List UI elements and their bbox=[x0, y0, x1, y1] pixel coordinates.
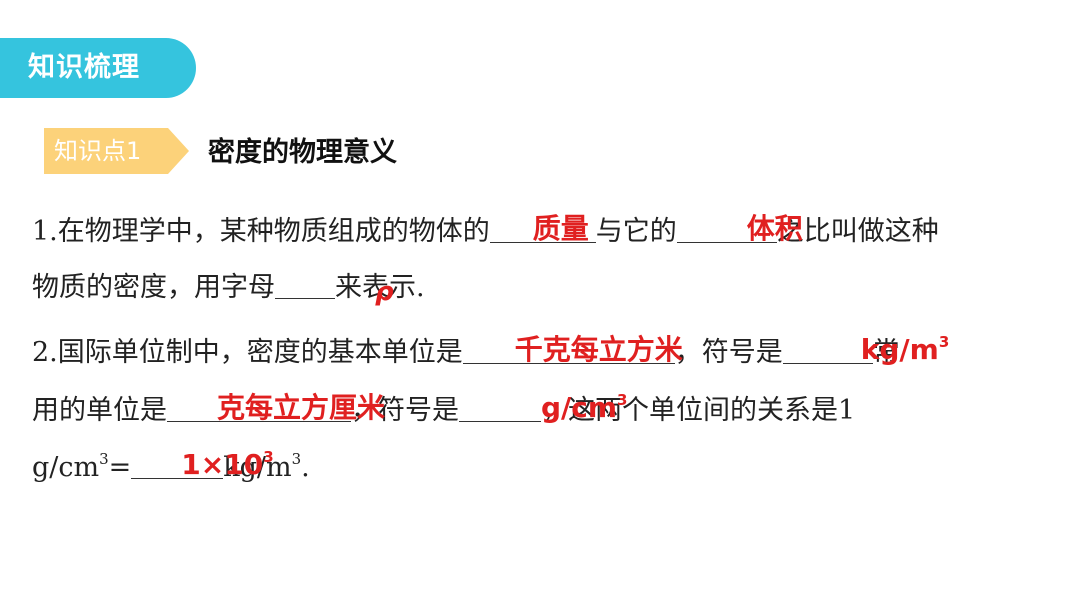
q1-answer-mass: 质量 bbox=[532, 212, 589, 245]
q1-text-3: 之比叫做这种 bbox=[776, 216, 939, 247]
knowledge-point-badge: 知识点1 bbox=[44, 128, 189, 174]
q2-text-6: ，这两个单位间的关系是1 bbox=[541, 395, 856, 426]
q1-answer-volume: 体积 bbox=[746, 212, 803, 245]
q1-answer-rho: ρ bbox=[375, 277, 394, 307]
q2-text-3: 常 bbox=[872, 337, 900, 368]
q1-blank-rho bbox=[275, 268, 335, 299]
q2-blank-si-symbol: kg/m3 bbox=[782, 333, 949, 366]
q2-unit-g-cm: g/cm bbox=[32, 452, 100, 483]
q2-unit-kg-m-exp: 3 bbox=[291, 450, 302, 468]
q2-unit-g-cm-exp: 3 bbox=[99, 450, 109, 468]
section-title: 知识梳理 bbox=[28, 52, 140, 83]
q1-text-5-wrap: 来表示.ρ bbox=[335, 272, 425, 307]
q2-answer-common-symbol: g/cm3 bbox=[541, 391, 627, 425]
q2-answer-si-symbol: kg/m3 bbox=[861, 333, 950, 367]
q1-text-1: 1.在物理学中，某种物质组成的物体的 bbox=[32, 216, 490, 247]
q2-blank-common-unit: 克每立方厘米 bbox=[167, 391, 385, 424]
q1-blank-volume: 体积 bbox=[676, 212, 803, 245]
q2-equals: = bbox=[108, 452, 132, 483]
q2-answer-si-symbol-base: kg/m bbox=[860, 333, 939, 366]
q1-text-5: 来表示. bbox=[335, 272, 425, 303]
q2-period: . bbox=[301, 452, 310, 483]
q1-text-2: 与它的 bbox=[595, 216, 677, 247]
q2-blank-si-unit: 千克每立方米 bbox=[462, 333, 683, 366]
q2-unit-kg-m: kg/m bbox=[223, 452, 292, 483]
q2-line2: 用的单位是 克每立方厘米，符号是 g/cm3，这两个单位间的关系是1 bbox=[32, 391, 855, 431]
q2-text-4: 用的单位是 bbox=[32, 395, 167, 426]
knowledge-point-label: 知识点1 bbox=[54, 137, 142, 165]
q2-answer-relation: 1×103 bbox=[181, 448, 273, 482]
q2-text-2: ，符号是 bbox=[674, 337, 783, 368]
q2-answer-si-symbol-exp: 3 bbox=[938, 333, 950, 351]
q2-blank-relation: 1×103 bbox=[131, 448, 274, 481]
badge-arrow-shape bbox=[44, 128, 189, 174]
section-tab: 知识梳理 bbox=[0, 38, 196, 98]
q2-answer-common-symbol-base: g/cm bbox=[541, 391, 618, 424]
q2-answer-relation-base: 1×10 bbox=[181, 448, 264, 481]
q2-answer-relation-exp: 3 bbox=[263, 448, 274, 466]
q2-text-5: ，符号是 bbox=[351, 395, 459, 426]
knowledge-point-title: 密度的物理意义 bbox=[208, 137, 397, 168]
q2-text-1: 2.国际单位制中，密度的基本单位是 bbox=[32, 337, 463, 368]
q2-answer-si-unit: 千克每立方米 bbox=[514, 333, 683, 366]
q1-line1: 1.在物理学中，某种物质组成的物体的 质量与它的 体积之比叫做这种 bbox=[32, 212, 939, 252]
q1-blank-mass: 质量 bbox=[489, 212, 596, 245]
q1-line2: 物质的密度，用字母 来表示.ρ bbox=[32, 268, 425, 308]
q2-answer-common-symbol-exp: 3 bbox=[617, 391, 628, 409]
q1-text-4: 物质的密度，用字母 bbox=[32, 272, 275, 303]
q2-answer-common-unit: 克每立方厘米 bbox=[217, 391, 386, 424]
q2-blank-common-symbol: g/cm3 bbox=[459, 391, 627, 424]
